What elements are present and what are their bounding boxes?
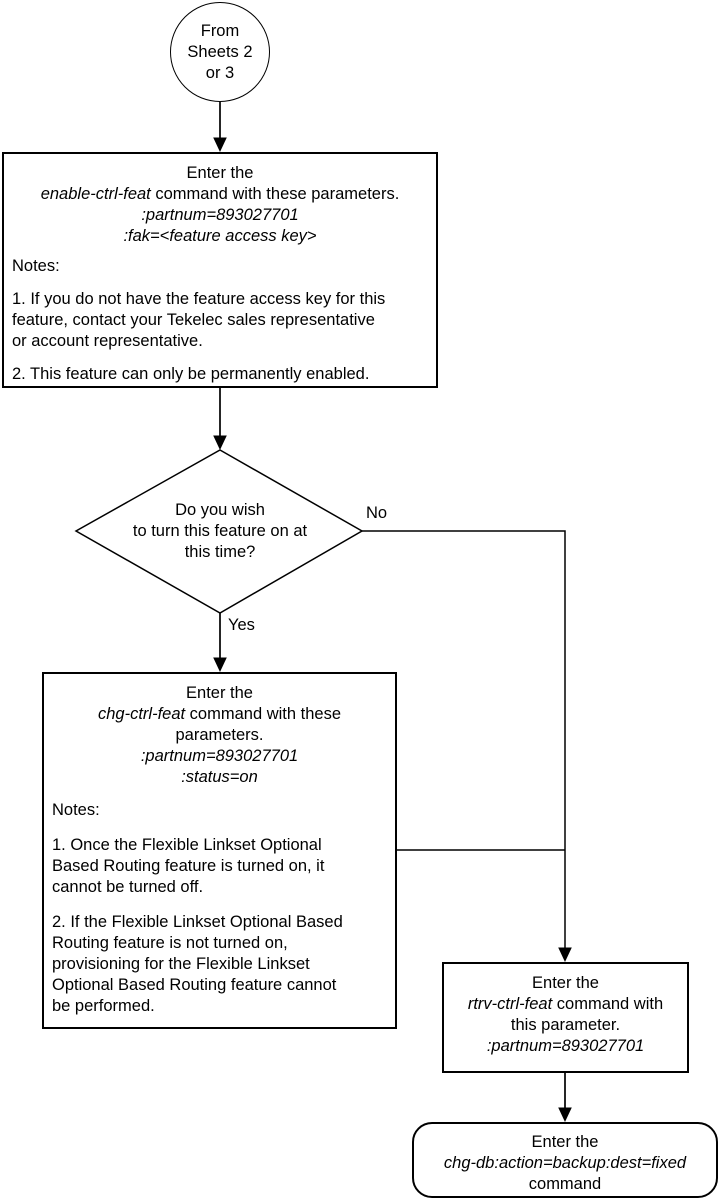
enable-notes-title: Notes: [12, 257, 60, 275]
chg-param-status: :status=on [181, 768, 258, 786]
start-circle-node: From Sheets 2 or 3 [170, 2, 270, 102]
rtrv-box-intro-line3: this parameter. [510, 1016, 621, 1034]
enable-param-fak: :fak=<feature access key> [123, 227, 317, 245]
enable-command-name: enable-ctrl-feat [40, 185, 151, 203]
rtrv-box-command-line: rtrv-ctrl-feat command with [467, 995, 664, 1013]
enable-note-1: 1. If you do not have the feature access… [12, 290, 386, 350]
enable-box-intro-line: Enter the [186, 164, 254, 182]
connector-no-to-rtrv [362, 530, 566, 949]
enable-ctrl-feat-box: Enter the enable-ctrl-feat command with … [2, 152, 438, 388]
chg-note-2: 2. If the Flexible Linkset Optional Base… [52, 913, 343, 1015]
enable-note-2: 2. This feature can only be permanently … [12, 365, 370, 383]
rtrv-param-partnum: :partnum=893027701 [486, 1037, 645, 1055]
chg-box-command-line: chg-ctrl-feat command with these [97, 705, 341, 723]
decision-question: Do you wish to turn this feature on at t… [132, 501, 308, 561]
arrowhead-enable-to-decision [213, 435, 227, 450]
enable-param-partnum: :partnum=893027701 [141, 206, 299, 224]
arrowhead-no-to-rtrv [558, 947, 572, 962]
chg-param-partnum: :partnum=893027701 [140, 747, 299, 765]
arrowhead-rtrv-to-backup [558, 1107, 572, 1122]
arrowhead-start-to-enable [213, 137, 227, 152]
start-circle-label: From Sheets 2 or 3 [187, 21, 253, 82]
chg-box-intro-line3: parameters. [175, 726, 264, 744]
rtrv-ctrl-feat-box: Enter the rtrv-ctrl-feat command with th… [442, 962, 689, 1073]
chg-ctrl-feat-box: Enter the chg-ctrl-feat command with the… [42, 672, 397, 1029]
edge-label-no: No [366, 504, 388, 522]
chg-box-intro-line: Enter the [186, 684, 253, 702]
chg-db-backup-terminator: Enter the chg-db:action=backup:dest=fixe… [412, 1122, 718, 1198]
chg-command-name: chg-ctrl-feat [97, 705, 186, 723]
enable-box-command-line: enable-ctrl-feat command with these para… [40, 185, 400, 203]
arrowhead-yes-to-chg [213, 657, 227, 672]
rtrv-command-name: rtrv-ctrl-feat [467, 995, 553, 1013]
chg-note-1: 1. Once the Flexible Linkset Optional Ba… [52, 836, 325, 896]
backup-intro-line: Enter the [531, 1133, 599, 1151]
backup-command-name: chg-db:action=backup:dest=fixed [443, 1154, 687, 1172]
rtrv-box-intro-line: Enter the [532, 974, 599, 992]
edge-label-yes: Yes [228, 616, 255, 634]
chg-notes-title: Notes: [52, 801, 100, 819]
backup-outro-line: command [528, 1175, 602, 1193]
